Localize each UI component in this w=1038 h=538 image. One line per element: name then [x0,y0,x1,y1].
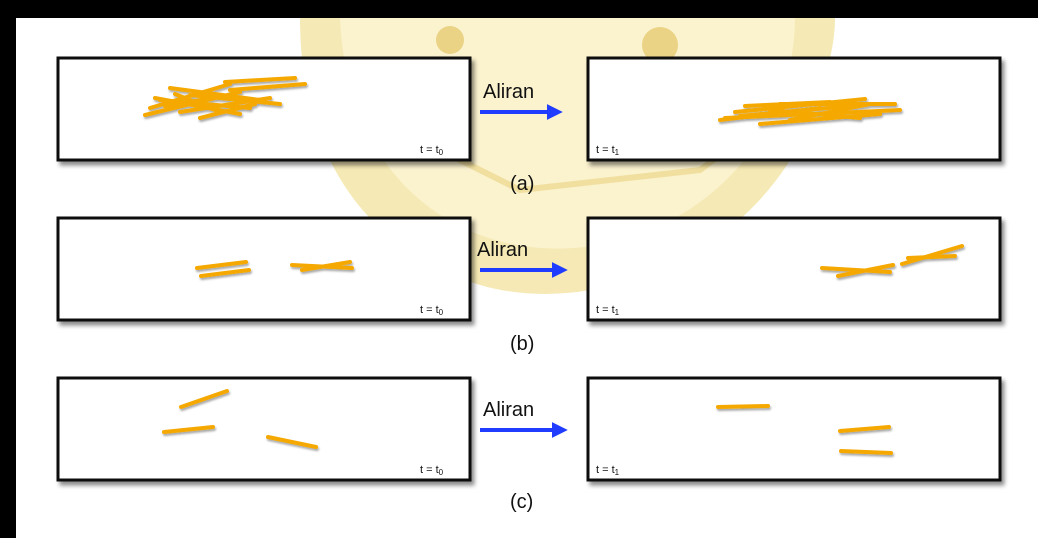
label-b-before-sub: 0 [439,308,444,317]
label-b-before-text: t = t [420,304,439,316]
label-c-before-text: t = t [420,464,439,476]
fibers-b-before [195,260,354,278]
box-a-after [586,56,1002,162]
label-b-before: t = t0 [420,304,444,317]
label-c-before: t = t0 [420,464,444,477]
label-a-after-text: t = t [596,144,615,156]
fibers-a-before [143,76,307,120]
fibers-c-before [162,389,318,449]
label-a-before-text: t = t [420,144,439,156]
label-c-before-sub: 0 [439,468,444,477]
row-a: t = t0 t = t1 Aliran (a) [56,56,1002,195]
fibers-b-after [820,244,964,278]
box-b-after [586,216,1002,322]
label-b-after-sub: 1 [615,308,620,317]
fibers-a-after [718,97,902,126]
label-a-after: t = t1 [596,144,620,157]
caption-b: (b) [510,333,534,355]
label-c-after-sub: 1 [615,468,620,477]
caption-c: (c) [510,491,533,513]
label-a-after-sub: 1 [615,148,620,157]
label-b-after: t = t1 [596,304,620,317]
fibers-c-after [716,404,893,455]
row-c: t = t0 t = t1 Aliran (c) [56,376,1002,513]
label-a-before: t = t0 [420,144,444,157]
label-c-after-text: t = t [596,464,615,476]
flow-label-b: Aliran [477,239,528,261]
row-b: t = t0 t = t1 Aliran (b) [56,216,1002,355]
box-a-before [56,56,472,162]
caption-a: (a) [510,173,534,195]
box-b-before [56,216,472,322]
label-c-after: t = t1 [596,464,620,477]
box-c-before [56,376,472,482]
box-c-after [586,376,1002,482]
flow-label-c: Aliran [483,399,534,421]
label-b-after-text: t = t [596,304,615,316]
label-a-before-sub: 0 [439,148,444,157]
flow-label-a: Aliran [483,81,534,103]
